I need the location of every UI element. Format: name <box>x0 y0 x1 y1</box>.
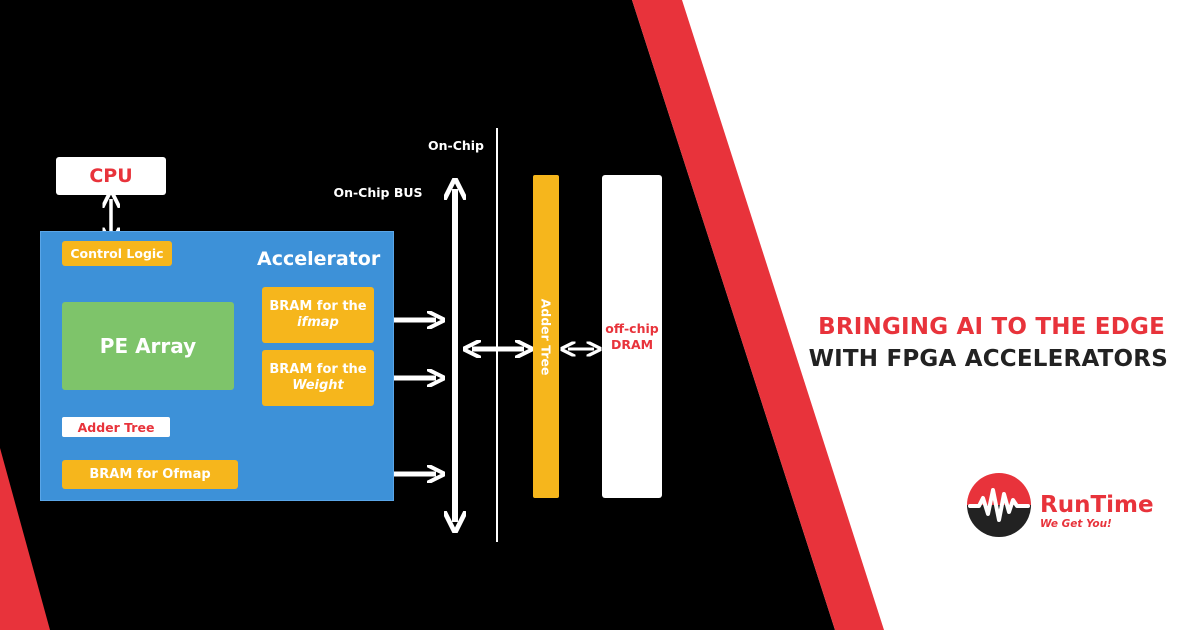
red-diagonal-stripe <box>632 0 884 630</box>
dram-line1: off-chip <box>605 320 659 336</box>
bram-ifmap-box: BRAM for the ifmap <box>262 287 374 343</box>
bram-weight-line2: Weight <box>292 378 344 393</box>
on-chip-bus-label: On-Chip BUS <box>333 184 423 200</box>
pe-array-box: PE Array <box>62 302 234 390</box>
dram-box: off-chip DRAM <box>602 175 662 498</box>
pe-array-label: PE Array <box>99 334 197 358</box>
on-chip-label: On-Chip <box>427 137 485 153</box>
red-corner-accent <box>0 448 50 630</box>
adder-tree-box: Adder Tree <box>62 417 170 437</box>
adder-tree-column-label: Adder Tree <box>538 298 554 375</box>
dram-line2: DRAM <box>610 336 654 352</box>
bram-weight-box: BRAM for the Weight <box>262 350 374 406</box>
cpu-box: CPU <box>56 157 166 195</box>
adder-tree-label: Adder Tree <box>77 419 155 435</box>
bram-ofmap-label: BRAM for Ofmap <box>89 466 211 482</box>
bram-ifmap-line1: BRAM for the <box>269 299 367 315</box>
headline-line2: WITH FPGA ACCELERATORS <box>808 346 1168 372</box>
accelerator-label: Accelerator <box>257 248 381 270</box>
bram-ofmap-box: BRAM for Ofmap <box>62 460 238 489</box>
brand-tagline: We Get You! <box>1040 518 1112 530</box>
control-logic-label: Control Logic <box>70 246 164 261</box>
waveform-logo-icon <box>967 473 1031 537</box>
bram-ifmap-line2: ifmap <box>297 315 339 330</box>
headline-line1: BRINGING AI TO THE EDGE <box>818 314 1165 340</box>
brand-name: RunTime <box>1040 492 1154 518</box>
cpu-label: CPU <box>89 165 133 187</box>
control-logic-box: Control Logic <box>62 241 172 266</box>
bram-weight-line1: BRAM for the <box>269 362 367 378</box>
adder-tree-column: Adder Tree <box>533 175 559 498</box>
